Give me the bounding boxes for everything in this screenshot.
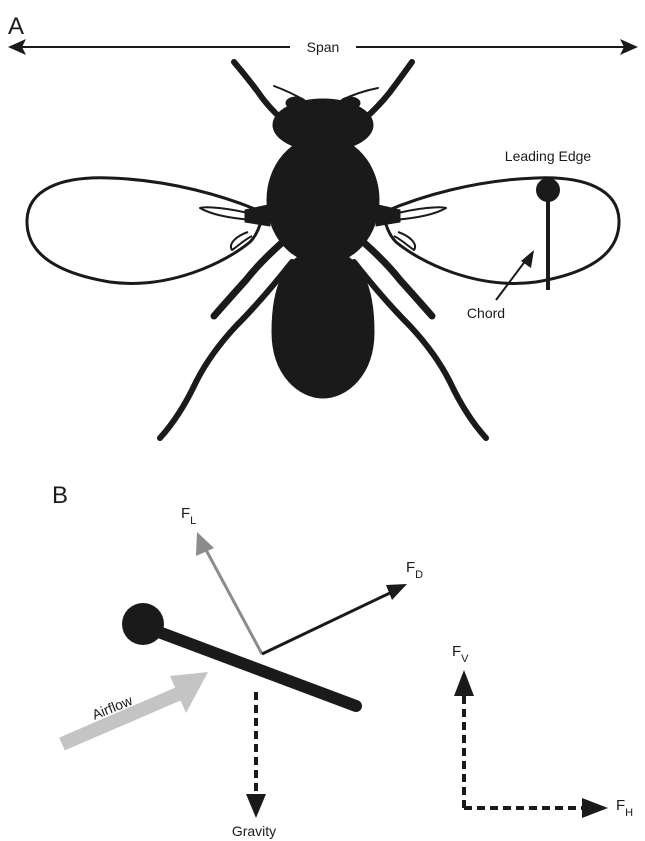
lift-arrow: [196, 532, 262, 654]
drag-arrow: [262, 584, 407, 654]
right-wing: [384, 178, 619, 284]
panel-b-letter: B: [52, 482, 68, 509]
airflow-arrow: [62, 672, 208, 744]
wing-cross-section: [122, 603, 356, 706]
left-wing: [27, 178, 262, 284]
leading-edge-label: Leading Edge: [505, 148, 592, 164]
panel-a-letter: A: [8, 13, 24, 40]
fly-silhouette: [160, 62, 486, 438]
gravity-label: Gravity: [232, 823, 276, 839]
span-label: Span: [307, 39, 340, 55]
gravity-arrow: [246, 692, 266, 818]
drag-label: FD: [406, 559, 423, 581]
vertical-force-label: FV: [452, 643, 469, 665]
chord-pointer-arrow: [496, 250, 534, 300]
force-component-axes: [454, 670, 608, 818]
lift-label: FL: [181, 505, 196, 527]
chord-label: Chord: [467, 305, 505, 321]
horizontal-force-label: FH: [616, 797, 633, 819]
